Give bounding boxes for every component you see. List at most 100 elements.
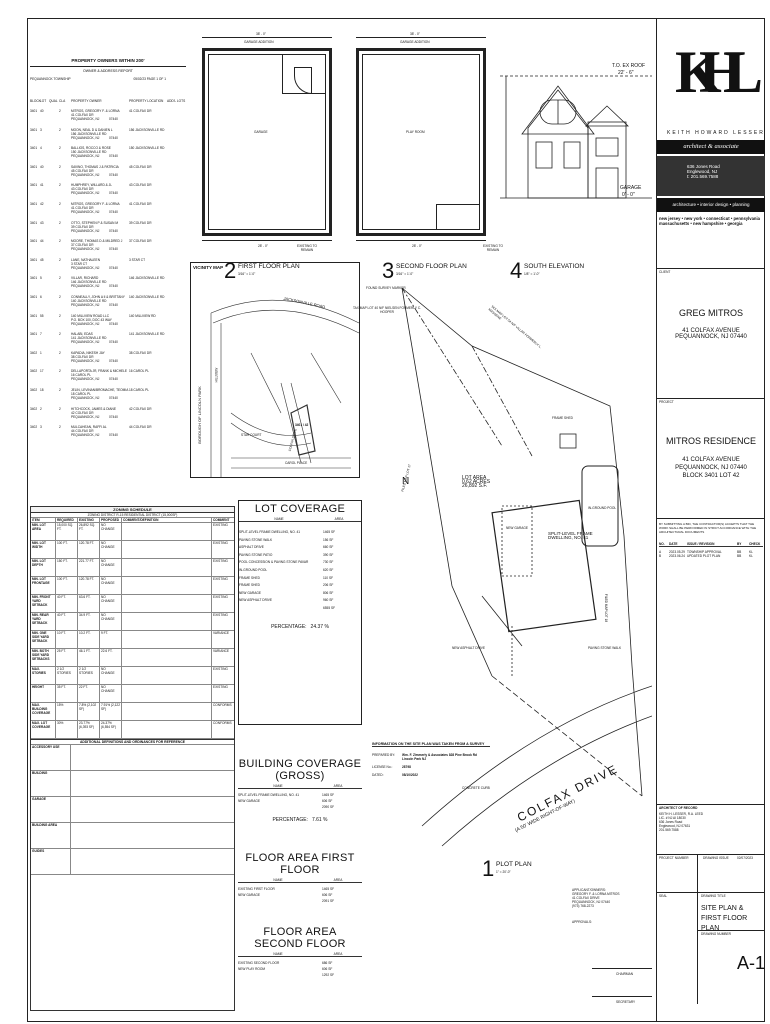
floor-second-title: FLOOR AREA SECOND FLOOR: [254, 926, 346, 950]
lot-coverage-pct-label: PERCENTAGE:: [271, 623, 307, 630]
plot-plan-drawing: [401, 287, 652, 847]
ff-dim-bottom: 28' - 0": [258, 244, 268, 248]
firm-name: KEITH HOWARD LESSER: [667, 130, 765, 136]
sheet-border: [27, 18, 765, 1022]
owners-township: PEQUANNOCK TOWNSHIP: [30, 77, 71, 81]
plot-label-shed: FRAME SHED: [552, 416, 573, 420]
survey-prepared-by: Wm. F. Zimmerly & Associates 828 Pine Br…: [402, 753, 477, 761]
logo-k: K: [675, 39, 722, 105]
plot-label-walk: PAVING STONE WALK: [588, 646, 622, 650]
applicant-label: APPLICANT/OWNERS:: [572, 888, 606, 892]
sf-dim-bottom: 28' - 0": [412, 244, 422, 248]
sf-garage-addition: GARAGE ADDITION: [400, 40, 430, 44]
plot-label-lot18: FILED MAP LOT 18: [604, 593, 609, 623]
firm-tagline: architecture • interior design • plannin…: [657, 198, 765, 212]
owners-header: BLOCK LOT QUAL CLA PROPERTY OWNER PROPER…: [30, 99, 186, 103]
architect-info: KEITH H. LESSER, R.A. LEED LIC. # NJ AI …: [659, 812, 704, 832]
client-label: CLIENT: [659, 270, 671, 274]
plot-label-garage: NEW GARAGE: [506, 526, 528, 530]
plot-plan: TAX MAP LOT 40 N/F NIELSEN FORMERLY C. H…: [353, 286, 652, 886]
building-coverage-pct: 7.61 %: [311, 817, 328, 823]
secretary-label: SECRETARY: [616, 1000, 636, 1004]
sf-title: SECOND FLOOR PLAN: [396, 263, 467, 270]
coverage-row: 6555 SF: [323, 605, 336, 610]
title-block: K H L KEITH HOWARD LESSER architect & as…: [657, 18, 765, 1022]
vicinity-map: VICINITY MAP JACKSONVILLE ROAD BOROUGH O…: [190, 262, 360, 478]
plot-scale: 1" = 20'-0": [496, 870, 511, 874]
applicant-text: GREGORY F. & LORNA MITROS 41 COLFAX DRIV…: [572, 892, 620, 908]
owners-date: 05/02/23 PAGE 1 OF 1: [133, 77, 166, 81]
vicinity-site-label: 3401 / 42: [295, 423, 309, 427]
plot-label-drive: NEW ASPHALT DRIVE: [452, 646, 486, 650]
elev-garage: GARAGE: [620, 185, 642, 191]
drawing-number-label: DRAWING NUMBER: [701, 932, 731, 936]
zoning-additional-row: GUIDES: [31, 849, 234, 875]
plot-north-arrow: N: [402, 476, 410, 487]
south-elevation: T.O. EX ROOF 22' - 6" GARAGE 0' - 0" 4 S…: [500, 50, 652, 283]
firm-sub: architect & associate: [657, 140, 765, 154]
zoning-additional-title: ADDITIONAL DEFINITIONS AND ORDINANCES FO…: [31, 739, 234, 745]
elevation-drawing: [500, 75, 652, 199]
sf-scale: 3/16" = 1'-0": [396, 272, 414, 276]
client-addr: 41 COLFAX AVENUE PEQUANNOCK, NJ 07440: [675, 328, 747, 340]
sf-dim-top: 38' - 0": [410, 32, 420, 36]
drawing-issue: 02/07/2023: [737, 856, 753, 860]
owners-report: PROPERTY OWNERS WITHIN 200' OWNER & ADDR…: [30, 50, 186, 475]
project-label: PROJECT: [659, 400, 674, 404]
notice: BY SUBMITTING A BID, THE CONTRACTOR(S) A…: [659, 522, 757, 534]
revision-header: NO. DATE ISSUE / REVISION BY CHECK: [659, 542, 763, 547]
drawing-issue-label: DRAWING ISSUE: [703, 856, 729, 860]
floor-first-title: FLOOR AREA FIRST FLOOR: [245, 852, 355, 876]
plot-label-lot40: TAX MAP LOT 40 N/F NIELSEN FORMERLY C. H…: [352, 306, 422, 314]
elev-garage-dim: 0' - 0": [622, 192, 635, 198]
second-floor-plan: 38' - 0" GARAGE ADDITION PLAY ROOM 28' -…: [350, 32, 503, 283]
logo-h: H: [699, 39, 746, 105]
firm-states: new jersey • new york • connecticut • pe…: [659, 216, 760, 226]
building-coverage-table: BUILDING COVERAGE (GROSS) NAME AREA SPLI…: [238, 758, 362, 823]
drawing-number: A-1: [737, 953, 766, 973]
plot-dwelling: SPLIT-LEVEL FRAME DWELLING, NO. 41: [548, 531, 593, 540]
vicinity-title: VICINITY MAP: [193, 265, 224, 270]
survey-info: INFORMATION ON THE SITE PLAN WAS TAKEN F…: [372, 742, 490, 802]
elev-scale: 1/8" = 1'-0": [524, 272, 540, 276]
survey-title: INFORMATION ON THE SITE PLAN WAS TAKEN F…: [372, 742, 490, 747]
chairman-label: CHAIRMAN: [616, 972, 634, 976]
plot-label-curb: CONCRETE CURB: [462, 786, 490, 790]
project-name: MITROS RESIDENCE: [665, 436, 756, 446]
seal-label: SEAL: [659, 894, 668, 898]
lot-coverage-pct: 24.37 %: [310, 623, 329, 630]
building-coverage-title: BUILDING COVERAGE (GROSS): [238, 758, 362, 782]
